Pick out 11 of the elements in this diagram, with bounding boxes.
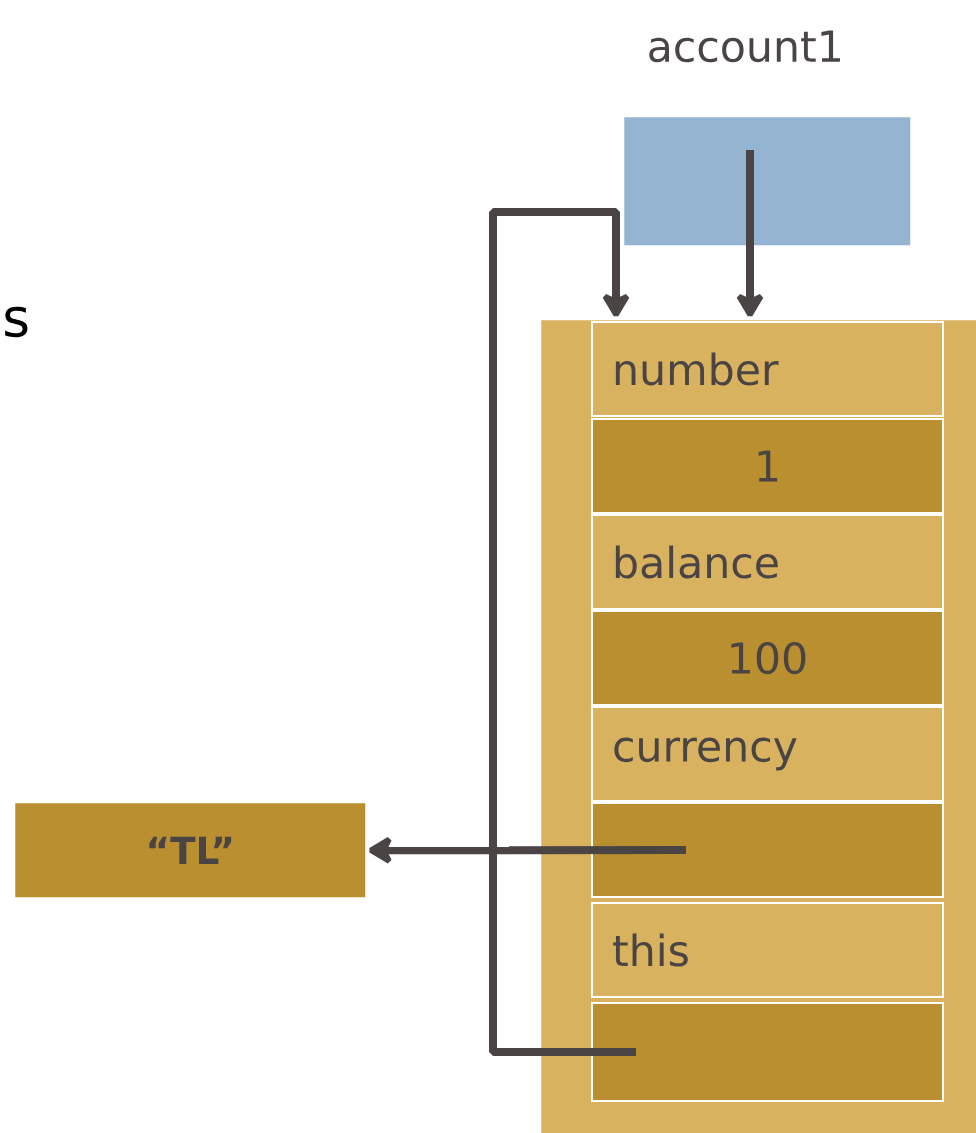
value-box: “TL”	[15, 803, 366, 898]
field-value-cell: 100	[591, 610, 944, 706]
cut-off-letter: s	[5, 306, 28, 338]
field-value-cell: 1	[591, 418, 944, 514]
field-name-cell: balance	[591, 514, 944, 610]
field-value-cell	[591, 802, 944, 898]
field-name-cell: this	[591, 902, 944, 998]
field-value-cell	[591, 1002, 944, 1102]
field-name-cell: currency	[591, 706, 944, 802]
field-name-cell: number	[591, 321, 944, 417]
variable-name: account1	[649, 30, 840, 63]
